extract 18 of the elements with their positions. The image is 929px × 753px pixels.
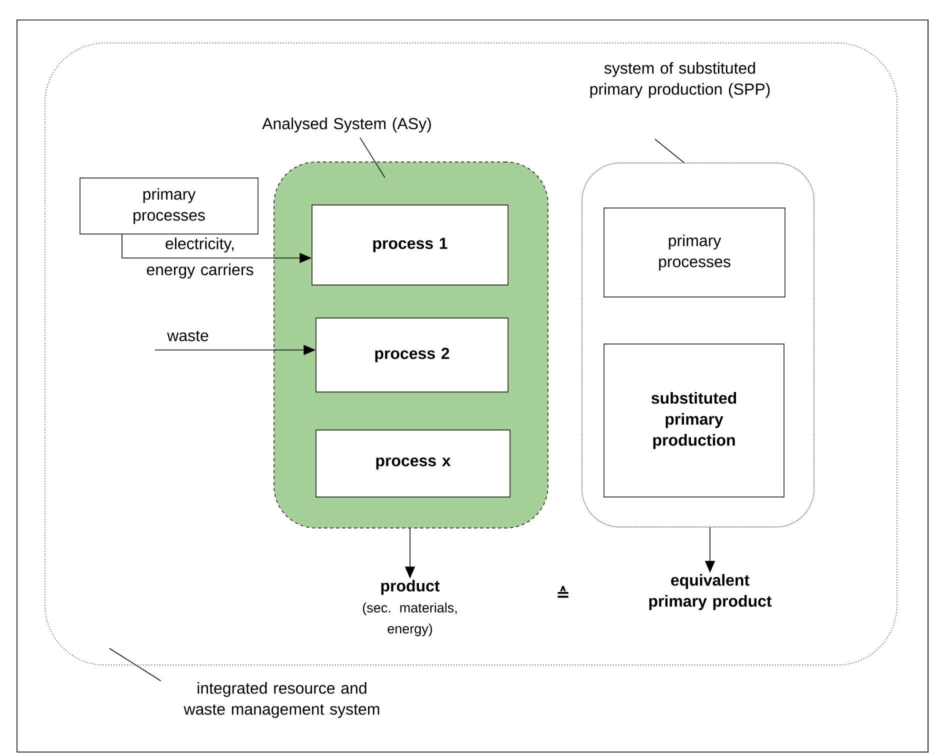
process-box: process 2 — [316, 318, 508, 392]
leader-line — [360, 137, 386, 178]
process-box: substituted primary production — [604, 344, 784, 498]
callout-label: Analysed System (ASy) — [262, 118, 431, 132]
output-label: equivalent primary product — [649, 574, 772, 610]
equivalence-symbol: ≙ — [558, 586, 568, 598]
callout-label: system of substituted primary production (SPP) — [590, 62, 770, 98]
edge-label: electricity, energy carriers — [146, 238, 254, 278]
output-label: product (sec. materials, energy) — [362, 580, 457, 636]
system-boundary — [44, 42, 898, 666]
leader-line — [109, 648, 162, 682]
callout-label: integrated resource and waste management system — [184, 682, 380, 718]
process-box: process 1 — [312, 204, 508, 286]
leader-line — [654, 138, 684, 164]
process-box: process x — [316, 430, 510, 498]
process-box: primary processes — [604, 208, 786, 298]
substituted-system-region — [582, 162, 814, 528]
edge-label: waste — [167, 330, 208, 342]
